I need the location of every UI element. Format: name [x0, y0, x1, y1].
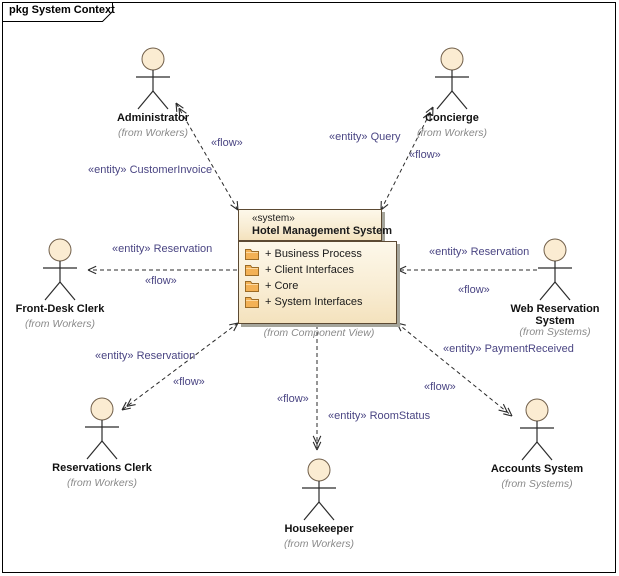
flow-connector-accounts-system[interactable]	[396, 322, 513, 417]
flow-entity-label: «entity» Reservation	[112, 243, 213, 255]
actor-name: Front-Desk Clerk	[15, 303, 105, 315]
actor-icon	[85, 397, 119, 460]
actor-icon	[538, 238, 572, 301]
actor-origin: (from Workers)	[284, 538, 354, 550]
package-item-label: + Core	[265, 280, 299, 292]
package-item-label: + System Interfaces	[265, 296, 363, 308]
flow-connector-front-desk-clerk[interactable]	[87, 265, 237, 275]
flow-connector-housekeeper[interactable]	[312, 325, 322, 451]
actor-origin: (from Systems)	[501, 478, 573, 490]
actor-origin: (from Workers)	[118, 127, 188, 139]
frame-tab	[2, 2, 113, 22]
flow-entity-label: «entity» PaymentReceived	[443, 343, 574, 355]
actor-icon	[136, 47, 170, 110]
actor-icon	[302, 458, 336, 521]
actor-concierge[interactable]: Concierge (from Workers)	[397, 47, 507, 139]
actor-name: Reservations Clerk	[52, 462, 152, 474]
flow-connector-reservations-clerk[interactable]	[121, 322, 239, 411]
package-item-client-interfaces[interactable]: + Client Interfaces	[244, 263, 354, 277]
flow-connector-web-reservation-system[interactable]	[397, 265, 537, 275]
folder-icon	[245, 296, 259, 308]
actor-origin: (from Systems)	[519, 326, 591, 338]
folder-icon	[245, 280, 259, 292]
actor-icon	[435, 47, 469, 110]
folder-icon	[245, 248, 259, 260]
actor-administrator[interactable]: Administrator (from Workers)	[98, 47, 208, 139]
flow-entity-label: «entity» Reservation	[429, 246, 530, 258]
flow-stereotype-label: «flow»	[173, 376, 205, 388]
flow-stereotype-label: «flow»	[424, 381, 456, 393]
flow-stereotype-label: «flow»	[211, 137, 243, 149]
actor-name: Housekeeper	[284, 523, 354, 535]
actor-icon	[520, 398, 554, 461]
flow-stereotype-label: «flow»	[458, 284, 490, 296]
flow-connector-administrator[interactable]	[175, 102, 239, 211]
package-item-label: + Business Process	[265, 248, 362, 260]
actor-front-desk-clerk[interactable]: Front-Desk Clerk (from Workers)	[5, 238, 115, 330]
actor-housekeeper[interactable]: Housekeeper (from Workers)	[264, 458, 374, 550]
package-stereotype: «system»	[252, 213, 295, 224]
package-hotel-management-system-body[interactable]	[238, 241, 397, 324]
frame-title: pkg System Context	[9, 4, 115, 16]
actor-accounts-system[interactable]: Accounts System (from Systems)	[482, 398, 592, 490]
actor-web-reservation-system[interactable]: Web Reservation System (from Systems)	[500, 238, 610, 338]
actor-origin: (from Workers)	[417, 127, 487, 139]
actor-origin: (from Workers)	[67, 477, 137, 489]
actor-name: Concierge	[425, 112, 479, 124]
package-name: Hotel Management System	[252, 225, 392, 237]
flow-entity-label: «entity» Query	[329, 131, 401, 143]
flow-entity-label: «entity» Reservation	[95, 350, 196, 362]
flow-stereotype-label: «flow»	[409, 149, 441, 161]
package-hotel-management-system-header[interactable]	[238, 209, 382, 241]
package-item-core[interactable]: + Core	[244, 279, 298, 293]
actor-origin: (from Workers)	[25, 318, 95, 330]
actor-name: Web Reservation System	[510, 303, 600, 327]
flow-stereotype-label: «flow»	[277, 393, 309, 405]
actor-reservations-clerk[interactable]: Reservations Clerk (from Workers)	[47, 397, 157, 489]
folder-icon	[245, 264, 259, 276]
package-origin: (from Component View)	[263, 327, 375, 339]
actor-name: Administrator	[116, 112, 190, 124]
package-item-label: + Client Interfaces	[265, 264, 354, 276]
flow-entity-label: «entity» RoomStatus	[328, 410, 431, 422]
flow-connector-concierge[interactable]	[380, 106, 434, 211]
flow-entity-label: «entity» CustomerInvoice	[88, 164, 213, 176]
actor-name: Accounts System	[490, 463, 584, 475]
actor-icon	[43, 238, 77, 301]
flow-stereotype-label: «flow»	[145, 275, 177, 287]
package-item-system-interfaces[interactable]: + System Interfaces	[244, 295, 363, 309]
package-item-business-process[interactable]: + Business Process	[244, 247, 362, 261]
